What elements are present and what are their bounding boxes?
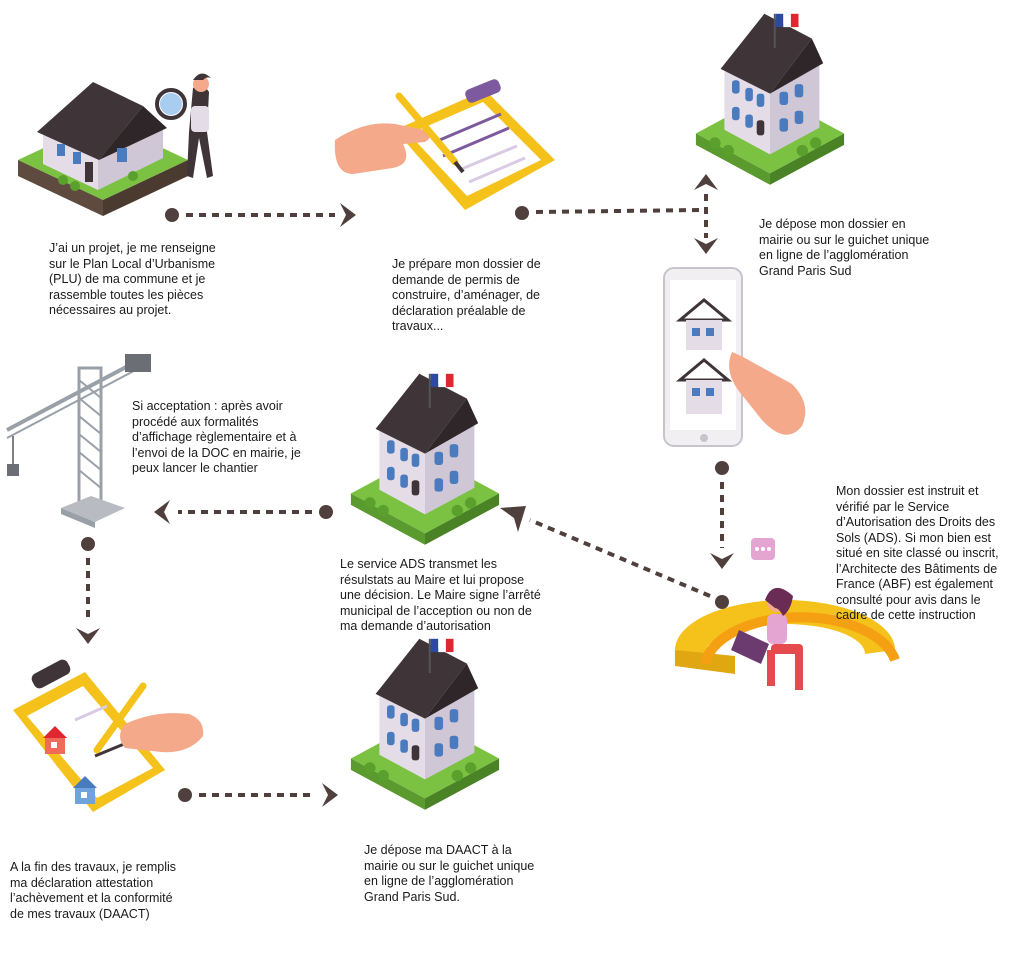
connector-dot (715, 461, 729, 475)
town-hall-icon (695, 13, 845, 185)
connector-dot (715, 595, 729, 609)
connector-dot (81, 537, 95, 551)
woman-laptop-icon (675, 538, 900, 690)
town-hall-icon (350, 373, 500, 545)
step-text-chantier: Si acceptation : après avoir procédé aux… (132, 399, 301, 475)
crane-icon (6, 354, 151, 528)
arrow-left-icon (154, 500, 170, 524)
arrow-right-icon (340, 203, 356, 227)
connector-dot (319, 505, 333, 519)
connector-dot (515, 206, 529, 220)
connector-line (535, 208, 701, 214)
arrow-down-icon (710, 553, 734, 569)
connector-dot (165, 208, 179, 222)
step-text-instruction: Mon dossier est instruit et vérifié par … (836, 484, 999, 622)
arrow-down-icon (694, 238, 718, 254)
clipboard-pen-icon (334, 79, 555, 210)
step-text-decision: Le service ADS transmet les résulstats a… (340, 557, 541, 633)
step-text-depot: Je dépose mon dossier en mairie ou sur l… (759, 217, 930, 278)
connector-line (529, 518, 711, 598)
town-hall-icon (350, 638, 500, 810)
step-text-dossier: Je prépare mon dossier de demande de per… (392, 257, 541, 333)
step-text-depot-daact: Je dépose ma DAACT à la mairie ou sur le… (364, 843, 535, 904)
flow-arrows (76, 174, 734, 807)
clipboard-houses-icon (13, 659, 204, 812)
step-text-projet: J’ai un projet, je me renseigne sur le P… (49, 241, 216, 317)
arrow-up-icon (694, 174, 718, 190)
arrow-right-icon (322, 783, 338, 807)
arrow-upleft-icon (500, 506, 526, 532)
house-magnifier-icon (18, 73, 213, 216)
step-text-daact: A la fin des travaux, je remplis ma décl… (10, 860, 177, 921)
connector-dot (178, 788, 192, 802)
tablet-icon (663, 267, 806, 447)
arrow-down-icon (76, 628, 100, 644)
